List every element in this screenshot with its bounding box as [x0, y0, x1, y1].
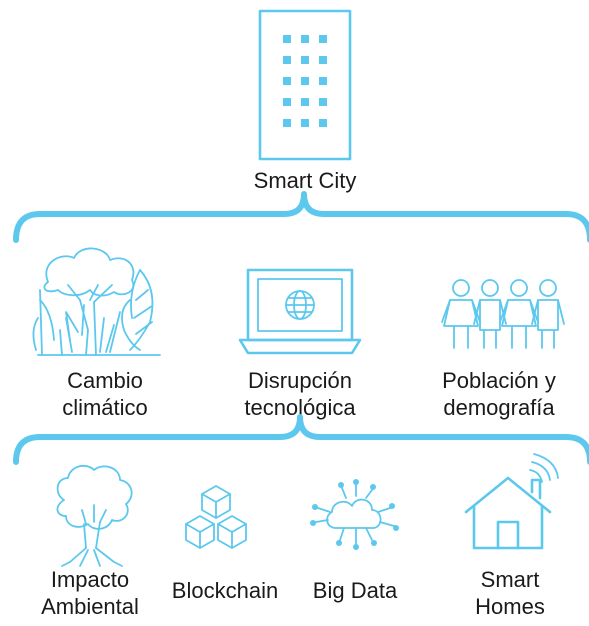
root-label-text: Smart City	[253, 168, 357, 193]
challenge-label-population: Población y demografía	[410, 367, 588, 421]
label-line: climático	[62, 395, 148, 420]
solution-label-environment: Impacto Ambiental	[0, 566, 180, 620]
root-label: Smart City	[200, 167, 410, 194]
solution-label-smarthomes: Smart Homes	[440, 566, 580, 620]
label-line: Población y	[442, 368, 556, 393]
solution-label-bigdata: Big Data	[290, 577, 420, 604]
label-line: Impacto	[50, 567, 130, 592]
label-line: Homes	[475, 594, 545, 619]
label-line: Smart	[480, 567, 540, 592]
challenge-label-climate: Cambio climático	[15, 367, 195, 421]
solution-label-blockchain: Blockchain	[150, 577, 300, 604]
label-line: Cambio	[67, 368, 143, 393]
label-line: Disrupción	[248, 368, 352, 393]
label-line: Blockchain	[171, 578, 279, 603]
label-line: Big Data	[312, 578, 398, 603]
label-line: Ambiental	[41, 594, 139, 619]
label-line: demografía	[443, 395, 555, 420]
